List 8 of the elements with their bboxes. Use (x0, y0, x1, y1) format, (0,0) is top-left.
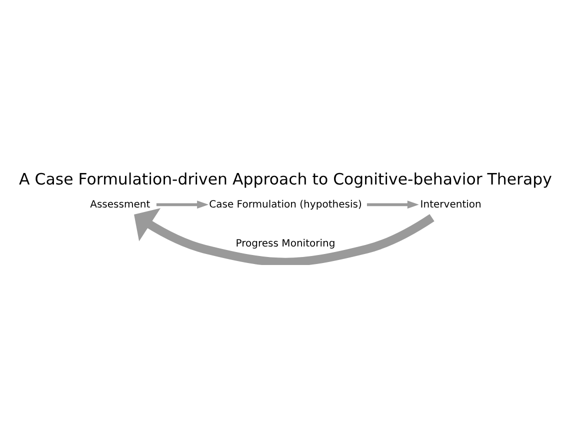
diagram-title: A Case Formulation-driven Approach to Cognitive-behavior Therapy (19, 169, 552, 188)
edge-label: Progress Monitoring (236, 238, 336, 250)
node-text: Assessment (90, 199, 150, 210)
arrow (156, 200, 209, 209)
node-text: Case Formulation (hypothesis) (209, 199, 362, 210)
arrow (366, 200, 419, 209)
arrow (134, 208, 434, 265)
node-text: Intervention (420, 199, 482, 210)
